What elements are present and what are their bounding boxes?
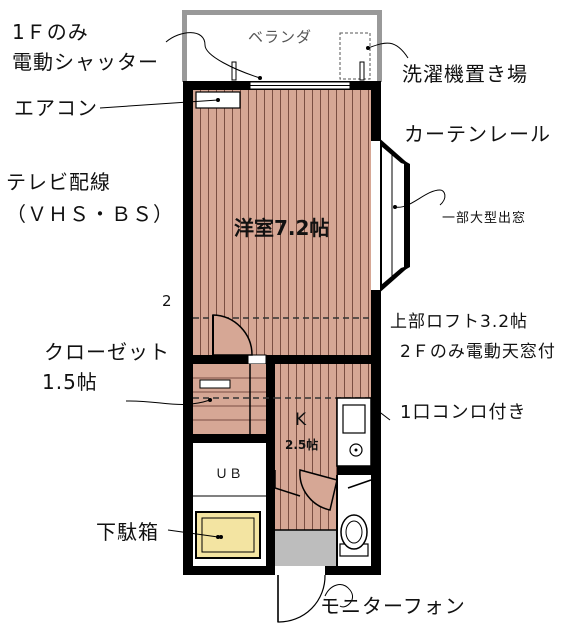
skylight-label: 2Ｆのみ電動天窓付 xyxy=(400,342,556,362)
bath-door xyxy=(274,470,301,497)
loft-label: 上部ロフト3.2帖 xyxy=(390,312,529,332)
shoe-box-label: 下駄箱 xyxy=(96,520,159,544)
curtain-rail-label: カーテンレール xyxy=(404,122,551,146)
unit-bath-label: ＵＢ xyxy=(215,467,244,482)
kitchen-door xyxy=(299,469,338,511)
veranda xyxy=(182,10,382,83)
unit-bath xyxy=(193,443,266,566)
corner-number: 2 xyxy=(162,292,173,310)
western-room-floor xyxy=(193,90,371,355)
aircon-label: エアコン xyxy=(14,96,98,120)
shutter-label-line2: 電動シャッター xyxy=(12,50,159,74)
entrance-door xyxy=(275,566,326,623)
leader-lines xyxy=(99,32,446,608)
closet-label-line2: 1.5帖 xyxy=(42,370,98,394)
toilet xyxy=(336,475,372,566)
shutter-label-line1: 1Ｆのみ xyxy=(12,20,89,44)
tv-wiring-label-line1: テレビ配線 xyxy=(6,170,111,194)
room-door xyxy=(212,314,253,356)
leader-dots xyxy=(208,46,397,539)
laundry-space-marker xyxy=(339,32,371,80)
veranda-label: ベランダ xyxy=(248,28,313,46)
bay-window xyxy=(380,138,410,293)
tv-wiring-label-line2: （ＶＨＳ・ＢＳ） xyxy=(6,202,174,226)
kitchen-size: 2.5帖 xyxy=(285,438,319,452)
intercom-label: モニターフォン xyxy=(320,594,466,618)
veranda-window xyxy=(249,81,351,90)
stove xyxy=(336,397,372,467)
bay-window-label: 一部大型出窓 xyxy=(442,211,527,226)
closet xyxy=(193,364,371,434)
stove-label: 1口コンロ付き xyxy=(400,402,527,423)
closet-label-line1: クローゼット xyxy=(44,340,170,364)
entrance-tile xyxy=(275,530,337,566)
kitchen-divider-wall xyxy=(337,466,371,475)
western-room-label: 洋室7.2帖 xyxy=(234,216,330,240)
laundry-label: 洗濯機置き場 xyxy=(402,62,528,86)
kitchen-letter: K xyxy=(295,410,308,430)
